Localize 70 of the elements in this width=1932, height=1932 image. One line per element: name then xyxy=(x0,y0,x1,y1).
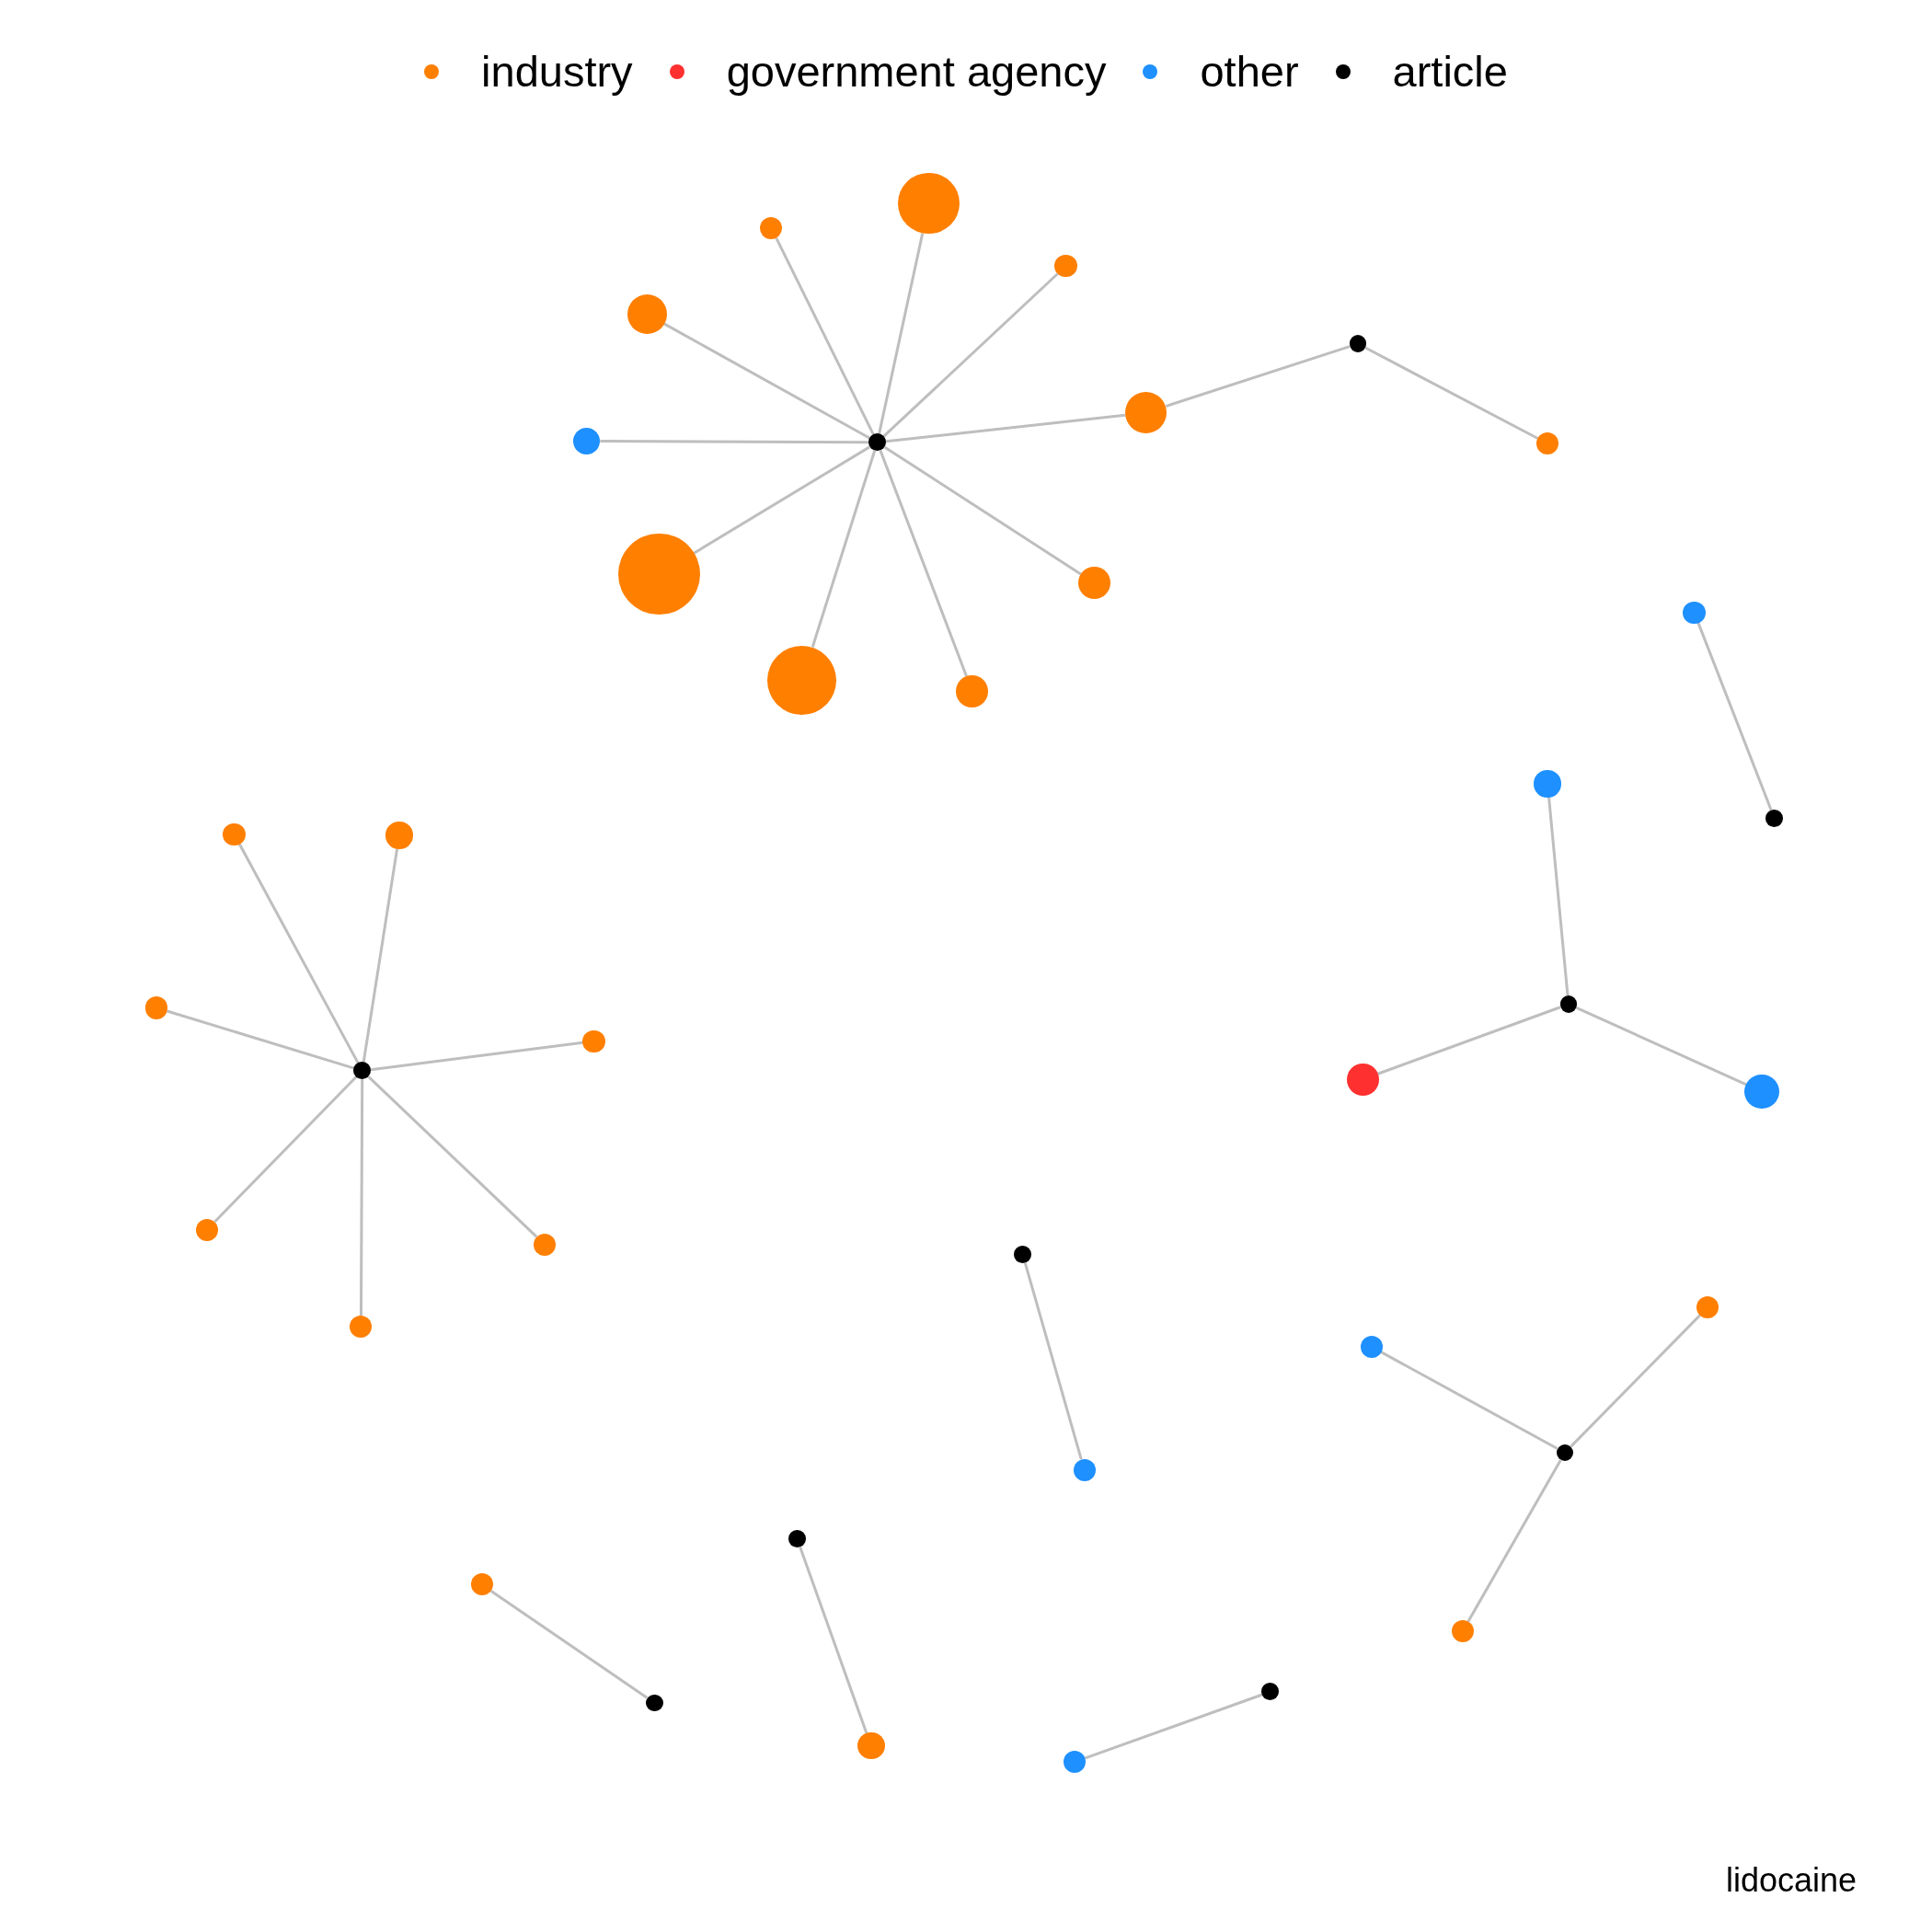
industry-node xyxy=(1077,567,1110,599)
network-edge xyxy=(883,445,1082,576)
article-node xyxy=(645,1694,663,1712)
industry-node xyxy=(1451,1620,1474,1643)
network-edge xyxy=(1570,1314,1701,1448)
network-edge xyxy=(879,450,968,677)
industry-node xyxy=(533,1233,556,1256)
other-node xyxy=(1744,1074,1779,1110)
network-edge xyxy=(359,1079,364,1317)
network-edge xyxy=(237,843,360,1064)
article-node xyxy=(1559,995,1578,1013)
article-node xyxy=(1014,1246,1031,1263)
other-node xyxy=(1073,1458,1096,1481)
other-node xyxy=(572,427,601,455)
article-node xyxy=(1556,1443,1574,1462)
network-edge xyxy=(885,413,1126,443)
network-edge xyxy=(1165,345,1351,408)
legend-label: government agency xyxy=(726,46,1107,97)
other-node xyxy=(1534,770,1561,798)
network-edge xyxy=(878,233,925,434)
other-node xyxy=(1063,1751,1086,1774)
agency-node xyxy=(1346,1063,1379,1096)
network-edge xyxy=(663,322,871,440)
network-edge xyxy=(1380,1351,1558,1450)
article-node xyxy=(353,1062,372,1080)
network-edge xyxy=(167,1009,355,1070)
industry-node xyxy=(857,1732,885,1760)
network-edge xyxy=(370,1041,583,1072)
industry-node xyxy=(385,822,413,849)
industry-node xyxy=(223,822,246,845)
other-node xyxy=(1683,601,1706,624)
network-edge xyxy=(811,450,877,648)
industry-node xyxy=(1696,1295,1719,1318)
network-edge xyxy=(213,1075,358,1224)
industry-node xyxy=(350,1316,373,1339)
industry-node xyxy=(145,996,168,1019)
article-node xyxy=(1261,1683,1280,1701)
legend-label: article xyxy=(1392,46,1508,97)
article-node xyxy=(788,1530,806,1548)
network-edge xyxy=(1023,1262,1083,1460)
network-edge xyxy=(1575,1006,1747,1087)
network-edge xyxy=(775,236,875,436)
legend-label: other xyxy=(1200,46,1299,97)
industry-node xyxy=(956,674,989,707)
network-edge xyxy=(1547,797,1570,996)
industry-node xyxy=(1054,255,1077,278)
network-edge xyxy=(693,445,871,555)
industry-node xyxy=(760,216,783,239)
caption: lidocaine xyxy=(1725,1861,1857,1900)
other-node xyxy=(1360,1335,1383,1358)
network-edge xyxy=(1364,346,1539,440)
network-edge xyxy=(882,272,1059,438)
industry-node xyxy=(582,1029,605,1052)
network-edge xyxy=(1084,1693,1263,1760)
network-edge xyxy=(799,1547,868,1734)
article-node xyxy=(1349,335,1367,353)
legend-label: industry xyxy=(481,46,633,97)
network-edge xyxy=(489,1589,649,1699)
industry-node xyxy=(1536,432,1559,455)
industry-node xyxy=(470,1573,493,1596)
industry-node xyxy=(195,1218,219,1241)
industry-node xyxy=(627,294,667,334)
network-edge xyxy=(1466,1459,1562,1623)
network-edge xyxy=(367,1075,538,1238)
article-node xyxy=(868,433,886,452)
network-edge xyxy=(600,440,869,444)
network-edge xyxy=(1696,622,1773,811)
article-node xyxy=(1765,809,1783,827)
network-edge xyxy=(1377,1006,1561,1075)
network-edge xyxy=(362,848,399,1063)
